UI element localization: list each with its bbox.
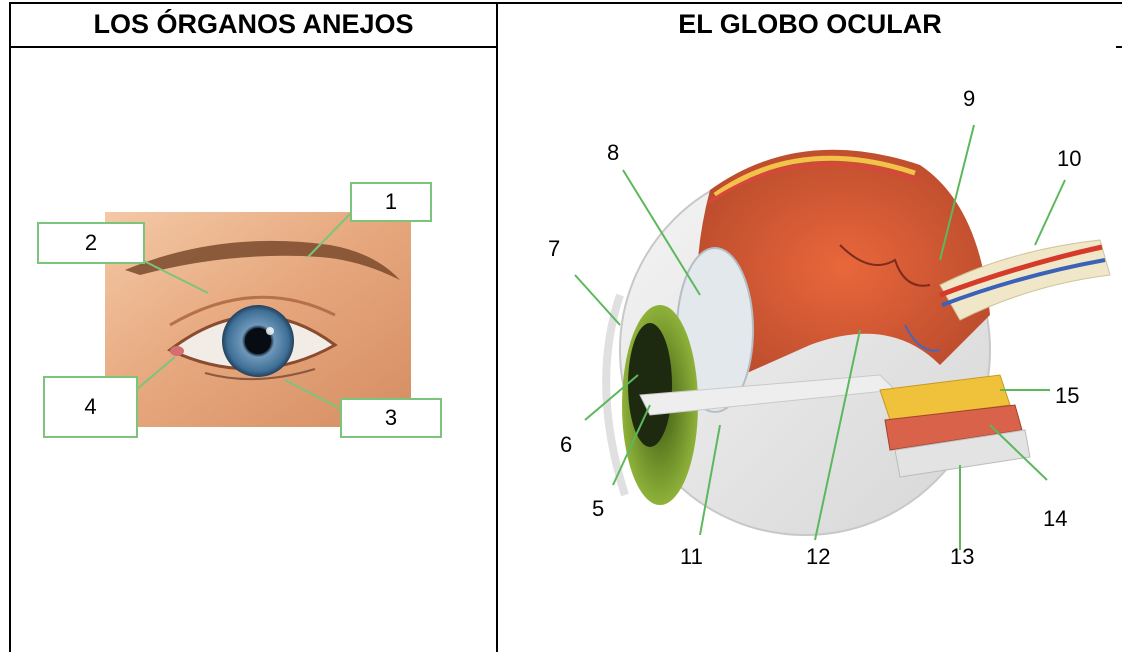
label-13: 13: [950, 544, 975, 569]
table-top-border: [9, 2, 1122, 4]
label-6: 6: [560, 432, 573, 457]
label-15: 15: [1055, 383, 1080, 408]
label-10: 10: [1057, 146, 1082, 171]
label-12: 12: [806, 544, 831, 569]
header-separator-left: [9, 46, 498, 48]
leader-line-4: [136, 356, 176, 390]
eye-external-figure: [30, 175, 470, 445]
leader-line-2: [139, 258, 209, 294]
label-9: 9: [963, 86, 976, 111]
header-right: EL GLOBO OCULAR: [678, 8, 942, 39]
label-7: 7: [548, 236, 561, 261]
label-box-1: 1: [350, 182, 432, 222]
label-box-2: 2: [37, 222, 145, 264]
header-separator-right: [1116, 46, 1122, 48]
label-box-3: 3: [340, 398, 442, 438]
leader-line-3: [284, 379, 342, 410]
eye-illustration: [105, 212, 411, 427]
leader-line-1: [307, 212, 352, 258]
label-11: 11: [680, 544, 703, 569]
table-middle-divider: [496, 2, 498, 652]
table-left-border: [9, 2, 11, 652]
label-8: 8: [607, 140, 620, 165]
header-left: LOS ÓRGANOS ANEJOS: [93, 8, 414, 39]
label-5: 5: [592, 496, 605, 521]
label-box-4: 4: [43, 376, 138, 438]
label-14: 14: [1043, 506, 1068, 531]
eyeball-section-figure: [510, 85, 1120, 595]
eyeball-illustration: [574, 124, 1111, 550]
